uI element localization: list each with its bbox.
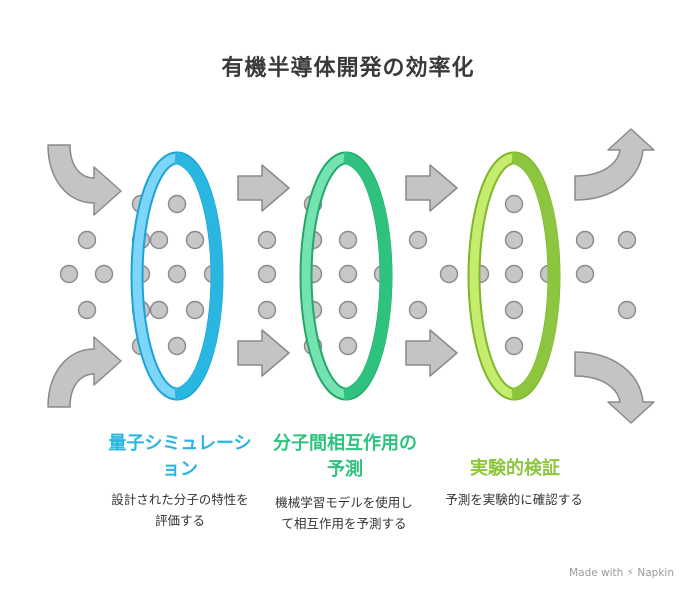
molecule-dot bbox=[257, 230, 277, 250]
stage-3-description: 予測を実験的に確認する bbox=[445, 492, 583, 507]
arrow-mid-2 bbox=[237, 329, 290, 377]
molecule-dot bbox=[94, 264, 114, 284]
ring-interaction-prediction bbox=[299, 151, 393, 401]
molecule-dot bbox=[408, 230, 428, 250]
molecule-dot bbox=[257, 300, 277, 320]
molecule-dot bbox=[167, 336, 187, 356]
arrows bbox=[47, 128, 655, 424]
arrow-mid-3 bbox=[405, 164, 458, 212]
molecule-dot bbox=[504, 300, 524, 320]
molecule-dot bbox=[167, 264, 187, 284]
molecule-dot bbox=[77, 230, 97, 250]
arrow-in-bottom bbox=[47, 336, 122, 408]
stage-2-description: 機械学習モデルを使用して相互作用を予測する bbox=[275, 495, 413, 531]
watermark-prefix: Made with bbox=[569, 567, 624, 579]
molecule-dot bbox=[575, 230, 595, 250]
molecule-dot bbox=[338, 336, 358, 356]
napkin-watermark: Made with ⚡ Napkin bbox=[569, 567, 674, 579]
diagram-title: 有機半導体開発の効率化 bbox=[221, 56, 475, 81]
molecule-dot bbox=[185, 230, 205, 250]
molecule-dot bbox=[338, 264, 358, 284]
ring-quantum-simulation bbox=[130, 151, 224, 401]
stage-1-title: 量子シミュレーション bbox=[108, 433, 252, 480]
molecule-dot bbox=[617, 300, 637, 320]
molecule-dot bbox=[504, 230, 524, 250]
molecule-dot bbox=[149, 300, 169, 320]
molecule-dot bbox=[439, 264, 459, 284]
molecule-dot bbox=[257, 264, 277, 284]
molecule-dot bbox=[338, 300, 358, 320]
molecule-dot bbox=[185, 300, 205, 320]
molecule-dot bbox=[617, 230, 637, 250]
molecule-dot bbox=[59, 264, 79, 284]
molecule-dot bbox=[77, 300, 97, 320]
arrow-mid-1 bbox=[237, 164, 290, 212]
ring-experimental-validation bbox=[467, 151, 561, 401]
arrow-in-top bbox=[47, 144, 122, 216]
arrow-out-bottom bbox=[574, 351, 655, 424]
molecule-dot bbox=[149, 230, 169, 250]
stage-2-title: 分子間相互作用の予測 bbox=[273, 433, 417, 480]
molecule-dot bbox=[338, 230, 358, 250]
napkin-logo-icon: ⚡ bbox=[626, 567, 635, 579]
watermark-brand: Napkin bbox=[637, 567, 674, 579]
molecule-dot bbox=[167, 194, 187, 214]
arrow-out-top bbox=[574, 128, 655, 201]
arrow-mid-4 bbox=[405, 329, 458, 377]
stage-1-description: 設計された分子の特性を評価する bbox=[111, 492, 249, 528]
molecule-dot bbox=[504, 194, 524, 214]
molecule-dot bbox=[408, 300, 428, 320]
molecule-dot bbox=[504, 264, 524, 284]
stage-3-title: 実験的検証 bbox=[470, 458, 560, 479]
molecule-dot bbox=[575, 264, 595, 284]
molecule-dot bbox=[504, 336, 524, 356]
